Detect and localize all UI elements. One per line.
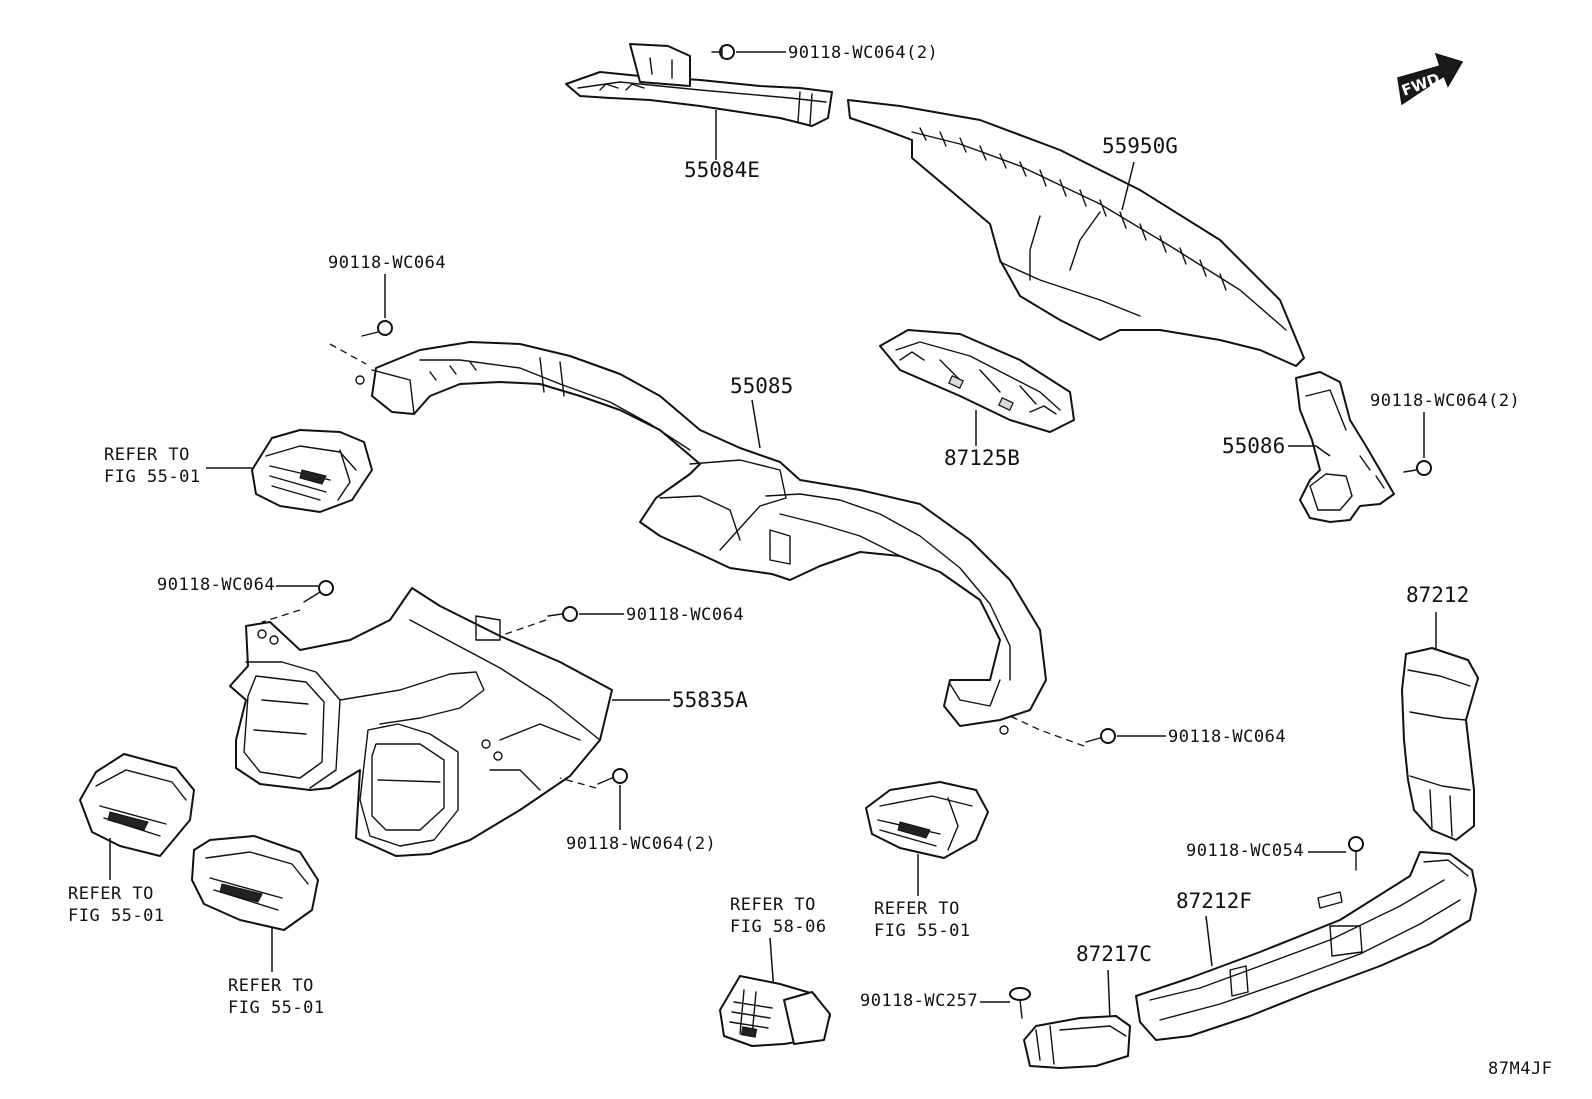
part-number-55084e: 55084E [684, 158, 760, 182]
refer-text: FIG 55-01 [104, 467, 201, 487]
part-number-87212: 87212 [1406, 583, 1469, 607]
part-number-55085: 55085 [730, 374, 793, 398]
screw-label: 90118-WC064(2) [1370, 391, 1520, 411]
duct-55086 [1295, 371, 1395, 523]
refer-text: FIG 55-01 [228, 998, 325, 1018]
part-number-55950g: 55950G [1102, 134, 1178, 158]
screw-icon [597, 768, 628, 785]
refer-text: FIG 58-06 [730, 917, 827, 937]
refer-text: REFER TO [228, 976, 314, 996]
vent-louver-center [865, 781, 989, 859]
part-number-55835a: 55835A [672, 688, 748, 712]
screw-icon [1085, 728, 1116, 744]
screw-label: 90118-WC064(2) [788, 43, 938, 63]
duct-55085 [355, 341, 1047, 735]
screw-label: 90118-WC064 [626, 605, 744, 625]
duct-55084e [565, 43, 833, 127]
screw-label: 90118-WC064(2) [566, 834, 716, 854]
duct-87217c [1023, 1015, 1131, 1069]
fwd-arrow-icon: FWD [1397, 52, 1464, 106]
refer-text: REFER TO [68, 884, 154, 904]
screw-label: 90118-WC064 [1168, 727, 1286, 747]
screw-icon [711, 44, 735, 60]
diagram-code: 87M4JF [1488, 1059, 1552, 1079]
fwd-label: FWD [1399, 69, 1442, 99]
refer-text: FIG 55-01 [874, 921, 971, 941]
vent-louver-lower-left [79, 753, 195, 857]
vent-louver-upper-left [251, 429, 373, 513]
duct-55835a [229, 587, 613, 857]
duct-55950g [847, 99, 1305, 367]
vent-louver-lower-middle [191, 835, 319, 931]
part-number-87217c: 87217C [1076, 942, 1152, 966]
refer-text: REFER TO [874, 899, 960, 919]
grille-87125b [879, 329, 1075, 433]
screw-icon [303, 580, 334, 603]
refer-text: FIG 55-01 [68, 906, 165, 926]
screw-label: 90118-WC064 [157, 575, 275, 595]
screw-icon [547, 606, 578, 622]
duct-87212 [1401, 647, 1479, 841]
refer-text: REFER TO [730, 895, 816, 915]
screw-label: 90118-WC064 [328, 253, 446, 273]
screw-icon [1403, 460, 1432, 476]
screw-label: 90118-WC054 [1186, 841, 1304, 861]
part-number-87212f: 87212F [1176, 889, 1252, 913]
screw-icon [361, 320, 393, 337]
screw-icon [1348, 836, 1364, 871]
vent-grille-bottom [719, 975, 831, 1047]
duct-87212f [1135, 851, 1477, 1041]
screw-icon [1009, 987, 1031, 1019]
part-number-87125b: 87125B [944, 446, 1020, 470]
part-number-55086: 55086 [1222, 434, 1285, 458]
screw-label: 90118-WC257 [860, 991, 978, 1011]
refer-text: REFER TO [104, 445, 190, 465]
